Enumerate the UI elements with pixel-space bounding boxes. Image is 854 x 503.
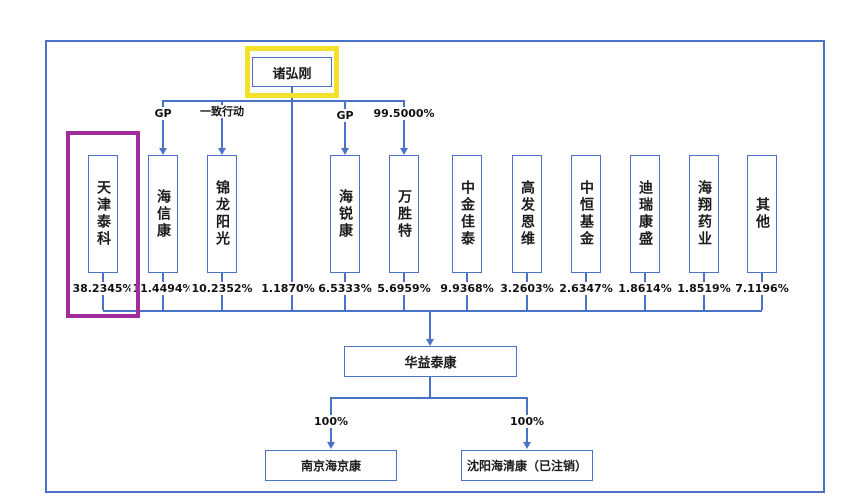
node-subsidiary: 沈阳海清康（已注销） (461, 450, 593, 481)
connector-direct-line (291, 87, 293, 310)
node-shareholder: 万胜特 (389, 155, 419, 273)
connector-line (331, 397, 527, 399)
percent-label: 2.6347% (557, 282, 615, 295)
connector-line (344, 100, 346, 149)
node-shareholder: 海锐康 (330, 155, 360, 273)
edge-label-gp: GP (334, 109, 356, 122)
arrow-down-icon (341, 148, 349, 155)
percent-label-subsidiary: 100% (508, 415, 546, 428)
connector-line (162, 100, 164, 149)
connector-line (429, 377, 431, 397)
percent-label: 5.6959% (375, 282, 433, 295)
percent-label: 7.1196% (733, 282, 791, 295)
percent-label: 11.4494% (130, 282, 196, 295)
edge-label-concerted-action: 一致行动 (198, 105, 246, 118)
node-subsidiary: 南京海京康 (265, 450, 397, 481)
percent-label: 9.9368% (438, 282, 496, 295)
connector-line (429, 310, 431, 340)
percent-label: 38.2345% (70, 282, 136, 295)
node-company: 华益泰康 (344, 346, 517, 377)
connector-branch-line (163, 100, 404, 102)
connector-bus-line (103, 310, 762, 312)
percent-label: 1.8519% (675, 282, 733, 295)
edge-label-percent: 99.5000% (371, 107, 437, 120)
node-shareholder: 锦龙阳光 (207, 155, 237, 273)
connector-line (221, 100, 223, 149)
node-shareholder: 迪瑞康盛 (630, 155, 660, 273)
arrow-down-icon (159, 148, 167, 155)
percent-label-direct: 1.1870% (259, 282, 317, 295)
arrow-down-icon (400, 148, 408, 155)
diagram-border (45, 40, 825, 493)
connector-line (403, 100, 405, 149)
percent-label: 6.5333% (316, 282, 374, 295)
node-shareholder: 海翔药业 (689, 155, 719, 273)
percent-label: 1.8614% (616, 282, 674, 295)
node-shareholder: 天津泰科 (88, 155, 118, 273)
node-shareholder: 海信康 (148, 155, 178, 273)
node-shareholder: 高发恩维 (512, 155, 542, 273)
node-shareholder: 中恒基金 (571, 155, 601, 273)
arrow-down-icon (523, 442, 531, 449)
percent-label: 3.2603% (498, 282, 556, 295)
edge-label-gp: GP (152, 107, 174, 120)
arrow-down-icon (218, 148, 226, 155)
node-shareholder: 其他 (747, 155, 777, 273)
percent-label-subsidiary: 100% (312, 415, 350, 428)
arrow-down-icon (426, 339, 434, 346)
node-shareholder: 中金佳泰 (452, 155, 482, 273)
percent-label: 10.2352% (189, 282, 255, 295)
arrow-down-icon (327, 442, 335, 449)
node-top-person: 诸弘刚 (252, 57, 332, 87)
